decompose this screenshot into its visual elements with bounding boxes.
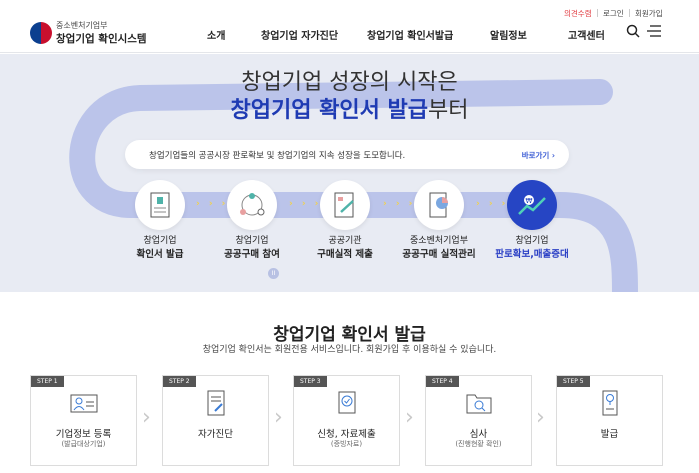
chevron-right-icon: › <box>274 405 283 430</box>
flow-step-top: 창업기업 <box>515 236 549 246</box>
flow-arrows: › › › <box>476 199 509 209</box>
flow-arrows: › › › <box>383 199 416 209</box>
flow-step-top: 창업기업 <box>143 236 177 246</box>
flow-step-bottom: 판로확보,매출증대 <box>495 249 569 260</box>
sales-growth-icon: ₩ <box>507 180 557 230</box>
step-card[interactable]: STEP 4 심사(진행현황 확인) <box>425 375 532 466</box>
chevron-right-icon: › <box>405 405 414 430</box>
step-desc: (진행현황 확인) <box>455 440 502 448</box>
section-subtitle: 창업기업 확인서는 회원전용 서비스입니다. 회원가입 후 이용하실 수 있습니… <box>202 345 497 355</box>
logo-ministry[interactable]: 중소벤처기업부 <box>56 21 108 30</box>
feedback-link[interactable]: 의견수렴 <box>564 9 592 18</box>
flow-step-top: 공공기관 <box>328 236 362 246</box>
certificate-icon <box>135 180 185 230</box>
flow-step-bottom: 구매실적 제출 <box>317 249 373 260</box>
site-header: 중소벤처기업부 창업기업 확인시스템 의견수렴 로그인 회원가입 소개 창업기업… <box>0 0 699 53</box>
nav-notice[interactable]: 알림정보 <box>490 31 527 42</box>
nav-support[interactable]: 고객센터 <box>568 31 605 42</box>
report-chart-icon <box>414 180 464 230</box>
step-card[interactable]: STEP 5 발급 <box>556 375 663 466</box>
hero-title-highlight: 창업기업 확인서 발급 <box>230 98 428 123</box>
step-name: 자가진단 <box>198 429 233 440</box>
flow-arrows: › › › <box>196 199 229 209</box>
shortcut-link[interactable]: 바로가기 › <box>521 151 555 160</box>
nav-intro[interactable]: 소개 <box>207 31 226 42</box>
nav-certificate[interactable]: 창업기업 확인서발급 <box>367 31 454 42</box>
hero-title-line1: 창업기업 성장의 시작은 <box>241 70 458 95</box>
step-name: 기업정보 등록 <box>55 429 112 440</box>
flow-step-bottom: 공공구매 참여 <box>224 249 280 260</box>
chevron-right-icon: › <box>536 405 545 430</box>
step-tag: STEP 1 <box>31 376 64 387</box>
step-desc: (증빙자료) <box>330 440 363 448</box>
logo-title[interactable]: 창업기업 확인시스템 <box>56 33 147 45</box>
login-link[interactable]: 로그인 <box>603 9 624 18</box>
step-card[interactable]: STEP 3 신청, 자료제출(증빙자료) <box>293 375 400 466</box>
flow-step-top: 중소벤처기업부 <box>410 236 468 246</box>
divider <box>629 9 630 17</box>
hero-title-line2: 창업기업 확인서 발급부터 <box>0 92 699 124</box>
step-desc: (발급대상기업) <box>61 440 106 448</box>
flow-step-top: 창업기업 <box>235 236 269 246</box>
menu-icon[interactable] <box>647 25 661 37</box>
growth-road-graphic <box>69 79 638 292</box>
step-name: 신청, 자료제출 <box>317 429 376 440</box>
hero-title-suffix: 부터 <box>428 98 469 123</box>
step-card[interactable]: STEP 1 기업정보 등록(발급대상기업) <box>30 375 137 466</box>
flow-step-bottom: 확인서 발급 <box>136 249 184 260</box>
pause-button[interactable]: II <box>268 268 279 279</box>
government-emblem-icon[interactable] <box>30 22 52 44</box>
flow-arrows: › › › <box>289 199 322 209</box>
step-tag: STEP 3 <box>294 376 327 387</box>
folder-search-icon <box>466 394 492 414</box>
document-check-icon <box>338 391 356 414</box>
hero-banner: 창업기업 성장의 시작은 창업기업 확인서 발급부터 창업기업들의 공공시장 판… <box>0 54 699 292</box>
step-card[interactable]: STEP 2 자가진단 <box>162 375 269 466</box>
flow-step-bottom: 공공구매 실적관리 <box>402 249 476 260</box>
document-edit-icon <box>320 180 370 230</box>
people-network-icon <box>227 180 277 230</box>
svg-text:₩: ₩ <box>526 197 533 205</box>
step-name: 발급 <box>600 429 619 440</box>
checklist-icon <box>207 390 225 416</box>
step-name: 심사 <box>469 429 488 440</box>
intro-text: 창업기업들의 공공시장 판로확보 및 창업기업의 지속 성장을 도모합니다. <box>149 151 406 161</box>
chevron-right-icon: › <box>142 405 151 430</box>
intro-bubble: 창업기업들의 공공시장 판로확보 및 창업기업의 지속 성장을 도모합니다. 바… <box>125 140 569 169</box>
id-card-icon <box>70 394 98 413</box>
step-tag: STEP 5 <box>557 376 590 387</box>
section-title: 창업기업 확인서 발급 <box>273 325 426 345</box>
search-icon[interactable] <box>626 24 640 38</box>
nav-self-diagnosis[interactable]: 창업기업 자가진단 <box>261 31 339 42</box>
certificate-award-icon <box>602 390 618 416</box>
signup-link[interactable]: 회원가입 <box>635 9 663 18</box>
step-tag: STEP 4 <box>426 376 459 387</box>
step-tag: STEP 2 <box>163 376 196 387</box>
divider <box>597 9 598 17</box>
